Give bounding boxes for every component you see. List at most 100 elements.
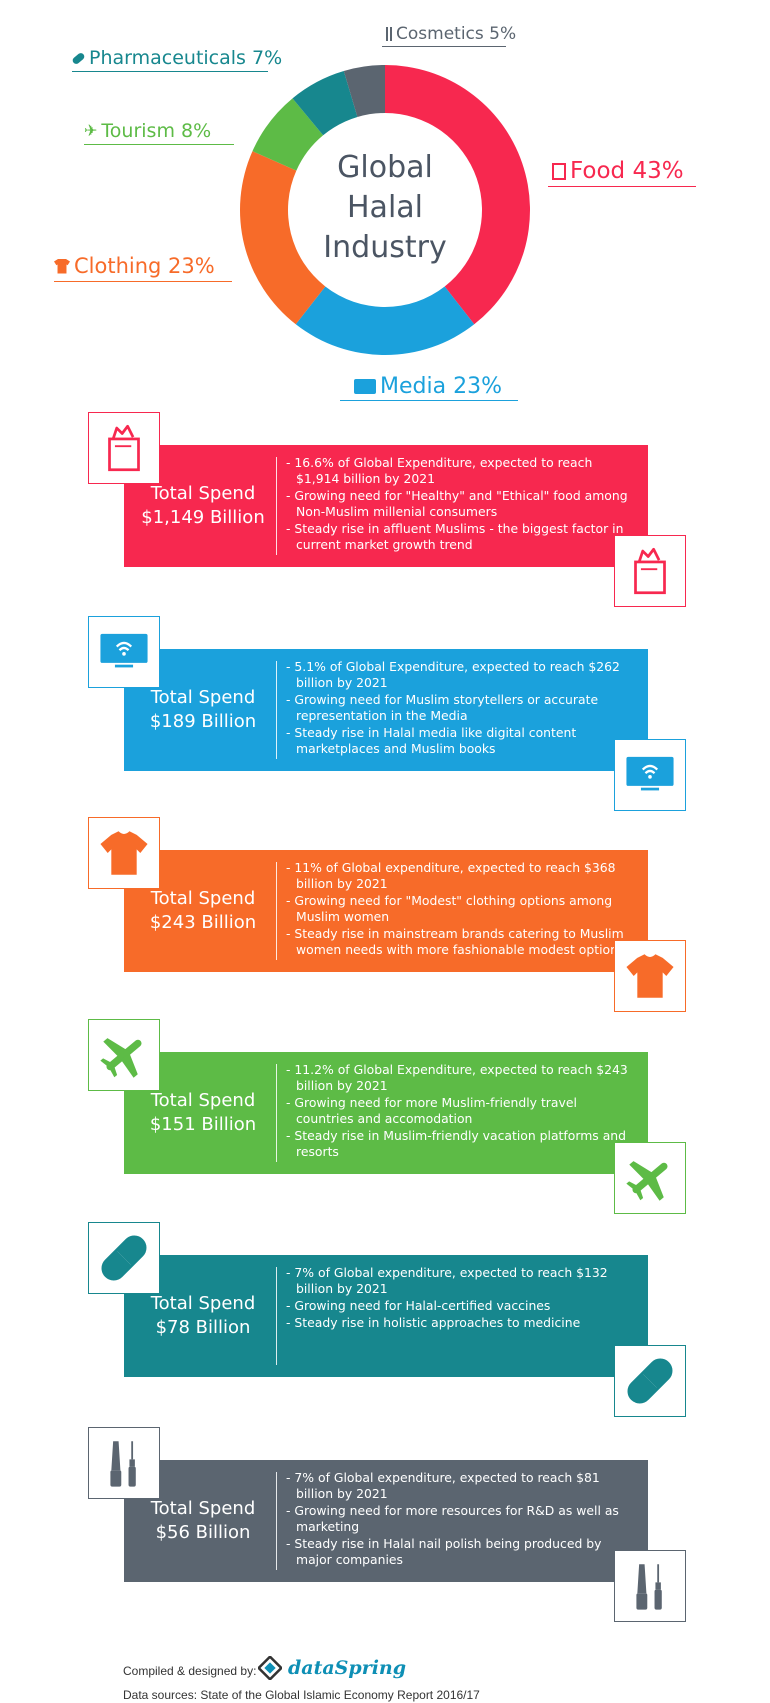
total-spend-amount: $151 Billion	[149, 1114, 257, 1135]
card-bullet: - Growing need for Muslim storytellers o…	[286, 692, 599, 723]
logo-text: dataSpring	[288, 1657, 407, 1679]
food-leader-line	[548, 186, 696, 187]
card-bullet: - 16.6% of Global Expenditure, expected …	[286, 455, 593, 486]
total-spend-label: Total Spend	[150, 1498, 256, 1519]
donut-slice-food	[385, 65, 530, 325]
card-bullet: - 7% of Global expenditure, expected to …	[286, 1265, 608, 1296]
shopping-bag-icon	[552, 162, 566, 180]
clothing-label: Clothing 23%	[54, 254, 215, 278]
chart-title-line: Global	[337, 150, 433, 185]
media-leader-line	[340, 400, 518, 401]
logo-icon	[258, 1656, 282, 1680]
card-bullets: - 7% of Global expenditure, expected to …	[284, 1265, 634, 1332]
card-bullet: - 11.2% of Global Expenditure, expected …	[286, 1062, 628, 1093]
tourism-label-text: Tourism 8%	[101, 120, 212, 142]
airplane-icon	[614, 1142, 686, 1214]
airplane-icon: ✈	[84, 121, 98, 140]
media-label-text: Media 23%	[380, 374, 502, 399]
card-divider	[276, 862, 277, 960]
total-spend: Total Spend $78 Billion	[124, 1255, 282, 1377]
monitor-icon	[88, 616, 160, 688]
total-spend: Total Spend $56 Billion	[124, 1460, 282, 1582]
card-bullet: - Growing need for more resources for R&…	[286, 1503, 619, 1534]
food-label-text: Food 43%	[570, 158, 684, 184]
tourism-leader-line	[84, 144, 234, 145]
pharmaceuticals-label: Pharmaceuticals 7%	[71, 47, 283, 69]
total-spend: Total Spend $1,149 Billion	[124, 445, 282, 567]
pill-icon	[88, 1222, 160, 1294]
total-spend-amount: $189 Billion	[149, 711, 257, 732]
card-bullets: - 11% of Global expenditure, expected to…	[284, 860, 634, 959]
donut-slice-cosmetics	[343, 65, 385, 118]
card-bullet: - Steady rise in Halal nail polish being…	[286, 1536, 602, 1567]
industry-card: Total Spend $243 Billion - 11% of Global e…	[124, 850, 648, 972]
t-shirt-icon	[614, 940, 686, 1012]
total-spend: Total Spend $189 Billion	[124, 649, 282, 771]
t-shirt-icon	[54, 258, 70, 274]
pharmaceuticals-leader-line	[72, 71, 268, 72]
clothing-label-text: Clothing 23%	[74, 254, 215, 278]
monitor-icon	[614, 739, 686, 811]
industry-card: Total Spend $189 Billion - 5.1% of Global …	[124, 649, 648, 771]
card-divider	[276, 1064, 277, 1162]
pill-icon	[614, 1345, 686, 1417]
cosmetics-icon	[386, 27, 392, 41]
card-bullet: - Steady rise in affluent Muslims - the …	[286, 521, 624, 552]
card-bullet: - Growing need for "Healthy" and "Ethica…	[286, 488, 628, 519]
total-spend-label: Total Spend	[150, 888, 256, 909]
card-bullet: - 5.1% of Global Expenditure, expected t…	[286, 659, 620, 690]
cosmetics-leader-line	[382, 46, 506, 47]
footer-compiled: Compiled & designed by:	[123, 1664, 257, 1678]
card-bullet: - Steady rise in Muslim-friendly vacatio…	[286, 1128, 627, 1159]
card-bullet: - Steady rise in Halal media like digita…	[286, 725, 577, 756]
pill-icon	[71, 51, 86, 65]
card-bullet: - 7% of Global expenditure, expected to …	[286, 1470, 600, 1501]
industry-card: Total Spend $56 Billion - 7% of Global exp…	[124, 1460, 648, 1582]
industry-card: Total Spend $78 Billion - 7% of Global exp…	[124, 1255, 648, 1377]
card-bullet: - Steady rise in mainstream brands cater…	[286, 926, 625, 957]
tourism-label: ✈ Tourism 8%	[84, 120, 211, 142]
chart-title-line: Industry	[323, 230, 447, 265]
total-spend-amount: $78 Billion	[155, 1317, 251, 1338]
donut-slice-clothing	[240, 151, 326, 325]
card-bullets: - 5.1% of Global Expenditure, expected t…	[284, 659, 634, 758]
donut-slice-tourism	[252, 98, 324, 171]
shopping-bag-icon	[614, 535, 686, 607]
pharmaceuticals-label-text: Pharmaceuticals 7%	[89, 47, 283, 69]
card-bullets: - 16.6% of Global Expenditure, expected …	[284, 455, 634, 554]
card-bullet: - Growing need for Halal-certified vacci…	[286, 1298, 551, 1313]
total-spend-label: Total Spend	[150, 483, 256, 504]
card-bullet: - Steady rise in holistic approaches to …	[286, 1315, 581, 1330]
monitor-icon	[354, 379, 376, 394]
mascara-icon	[88, 1427, 160, 1499]
card-divider	[276, 661, 277, 759]
total-spend-label: Total Spend	[150, 1293, 256, 1314]
total-spend-amount: $56 Billion	[155, 1522, 251, 1543]
chart-title-line: Halal	[347, 190, 423, 225]
industry-card: Total Spend $1,149 Billion - 16.6% of Glob…	[124, 445, 648, 567]
card-bullets: - 7% of Global expenditure, expected to …	[284, 1470, 634, 1569]
cosmetics-label: Cosmetics 5%	[386, 24, 516, 44]
card-bullet: - Growing need for more Muslim-friendly …	[286, 1095, 577, 1126]
total-spend-amount: $243 Billion	[149, 912, 257, 933]
card-bullet: - 11% of Global expenditure, expected to…	[286, 860, 616, 891]
shopping-bag-icon	[88, 412, 160, 484]
t-shirt-icon	[88, 817, 160, 889]
industry-card: Total Spend $151 Billion - 11.2% of Global…	[124, 1052, 648, 1174]
dataspring-logo: dataSpring	[258, 1656, 406, 1680]
total-spend-label: Total Spend	[150, 1090, 256, 1111]
total-spend: Total Spend $243 Billion	[124, 850, 282, 972]
footer-sources: Data sources: State of the Global Islami…	[123, 1688, 480, 1702]
card-divider	[276, 1472, 277, 1570]
card-divider	[276, 457, 277, 555]
total-spend-amount: $1,149 Billion	[141, 507, 265, 528]
card-bullets: - 11.2% of Global Expenditure, expected …	[284, 1062, 634, 1161]
clothing-leader-line	[54, 281, 232, 282]
cosmetics-label-text: Cosmetics 5%	[396, 24, 517, 44]
chart-title: Global Halal Industry	[290, 148, 480, 268]
card-bullet: - Growing need for "Modest" clothing opt…	[286, 893, 613, 924]
donut-slice-pharmaceuticals	[292, 70, 358, 136]
airplane-icon	[88, 1019, 160, 1091]
total-spend-label: Total Spend	[150, 687, 256, 708]
food-label: Food 43%	[552, 158, 684, 184]
